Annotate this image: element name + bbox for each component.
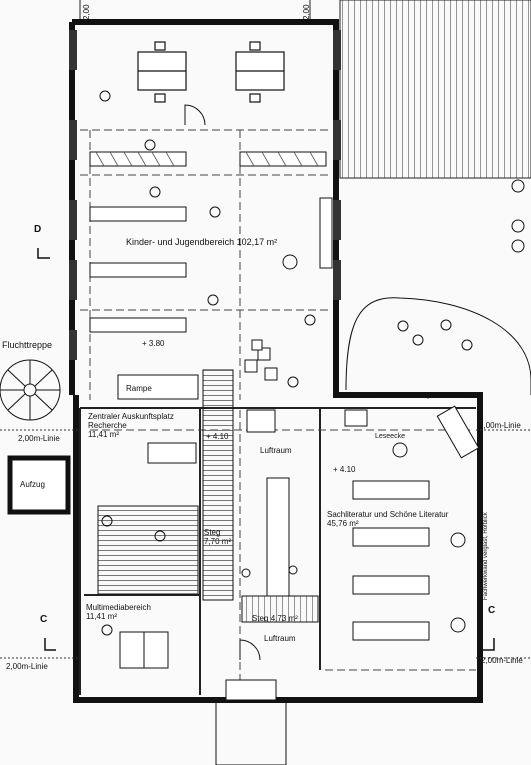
room-label-steg-a: Steg 7,70 m²	[204, 528, 232, 546]
fluchttreppe-label: Fluchttreppe	[2, 340, 53, 350]
room-label-multimedia: Multimediabereich 11,41 m²	[86, 603, 151, 621]
linie-right-top: 2,00m-Linie	[479, 421, 521, 430]
room-label-auskunft: Zentraler Auskunftsplatz Recherche 11,41…	[88, 412, 174, 439]
level-3: + 4.10	[333, 465, 356, 474]
aufzug-box	[7, 455, 71, 515]
luftraum-small-label: Luftraum	[264, 634, 296, 643]
room-label-steg-b: Steg 4,73 m²	[252, 614, 298, 623]
central-staircase	[202, 369, 234, 601]
leseecke-label: Leseecke	[375, 433, 405, 440]
room-label-sachliteratur: Sachliteratur und Schöne Literatur 45,76…	[327, 510, 449, 528]
section-marker-c-left: C	[40, 614, 48, 625]
luftraum-main-label: Luftraum	[260, 446, 292, 455]
room-label-kinder: Kinder- und Jugendbereich 102,17 m²	[126, 237, 278, 247]
aufzug-label: Aufzug	[20, 480, 45, 489]
courtyard-roof-hatch	[339, 0, 531, 179]
courtyard-ellipse	[345, 297, 531, 395]
level-2: + 4.10	[206, 432, 229, 441]
fachwerk-top: Fachwerkwand verglast, Hofblick	[376, 393, 464, 399]
spiral-staircase	[0, 359, 61, 421]
level-1: + 3.80	[142, 339, 165, 348]
section-marker-c-right: C	[488, 605, 496, 616]
linie-right-bottom: 2,00m-Linie	[481, 656, 523, 665]
rampe-label: Rampe	[126, 384, 152, 393]
section-marker-d: D	[34, 224, 42, 235]
linie-left-bottom: 2,00m-Linie	[6, 662, 48, 671]
dim-left: 2,00	[82, 4, 91, 20]
rampe-box	[117, 374, 199, 400]
dim-right: 2,00	[302, 4, 311, 20]
linie-left: 2,00m-Linie	[18, 434, 60, 443]
fachwerk-side: Fachwerkwand verglast, Hofblick	[483, 512, 489, 600]
